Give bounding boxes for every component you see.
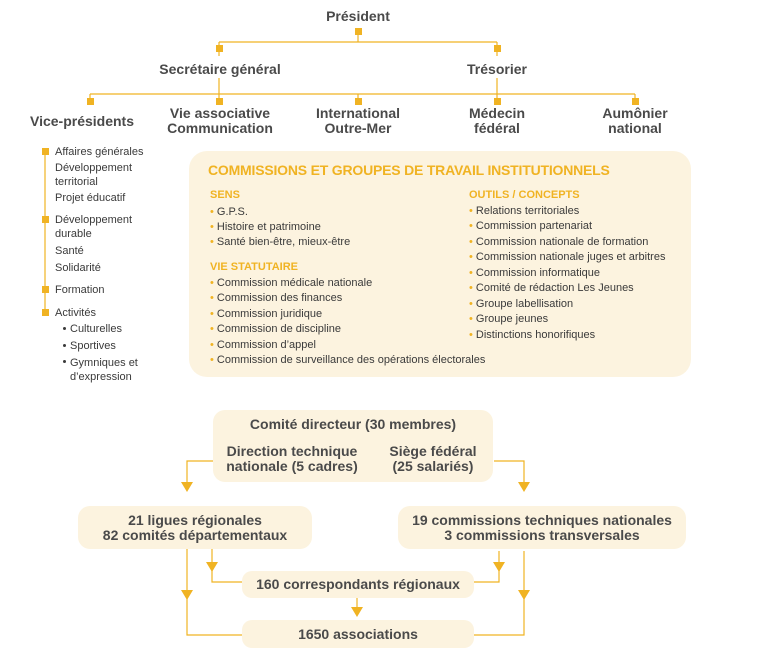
list-item: • Commission de surveillance des opérati…	[210, 354, 486, 366]
associations-box	[242, 620, 474, 648]
list-item: • Commission informatique	[469, 267, 601, 279]
list-item: • Commission nationale juges et arbitres	[469, 251, 666, 263]
vice-presidents-node: Vice-présidents	[29, 113, 134, 129]
secretaire-marker	[216, 45, 223, 52]
commissions-panel	[189, 151, 691, 377]
secretaire-node: Secrétaire général	[159, 61, 281, 77]
list-item: • Groupe labellisation	[469, 298, 574, 310]
vp-group2-marker	[42, 216, 49, 223]
vie-statutaire-title: VIE STATUTAIRE	[210, 261, 298, 273]
list-item: • Commission des finances	[210, 292, 343, 304]
ctn-box	[398, 506, 686, 549]
international-marker	[355, 98, 362, 105]
list-item: • Santé bien-être, mieux-être	[210, 236, 351, 248]
outils-title: OUTILS / CONCEPTS	[469, 189, 580, 201]
vp-group4-marker	[42, 309, 49, 316]
associations-label: 1650 associations	[298, 626, 418, 642]
list-item: • Comité de rédaction Les Jeunes	[469, 282, 634, 294]
list-item: • Distinctions honorifiques	[469, 329, 596, 341]
siege-label: Siège fédéral(25 salariés)	[389, 443, 477, 474]
bullet-icon	[63, 344, 66, 347]
vp-marker	[87, 98, 94, 105]
tresorier-node: Trésorier	[467, 61, 527, 77]
correspondants-box	[242, 571, 474, 598]
medecin-marker	[494, 98, 501, 105]
list-item: • G.P.S.	[210, 206, 248, 218]
comite-directeur-label: Comité directeur (30 membres)	[249, 416, 457, 432]
vp-group-3: Formation	[55, 284, 105, 296]
ligues-box	[78, 506, 312, 549]
president-marker	[355, 28, 362, 35]
list-item: • Commission d’appel	[210, 339, 316, 351]
president-node: Président	[326, 8, 390, 24]
tresorier-marker	[494, 45, 501, 52]
aumonier-marker	[632, 98, 639, 105]
list-item: • Histoire et patrimoine	[210, 221, 321, 233]
vp-group-1: Affaires générales Développement territo…	[55, 146, 144, 204]
list-item: • Commission nationale de formation	[469, 236, 649, 248]
correspondants-label: 160 correspondants régionaux	[256, 576, 460, 592]
bullet-icon	[63, 327, 66, 330]
sens-title: SENS	[210, 189, 240, 201]
list-item: • Relations territoriales	[469, 205, 580, 217]
bullet-icon	[63, 360, 66, 363]
vie-associative-marker	[216, 98, 223, 105]
activites-list: Culturelles Sportives Gymniques et d’exp…	[70, 323, 138, 383]
list-item: • Commission juridique	[210, 308, 323, 320]
vp-group-2: Développement durable Santé Solidarité	[55, 214, 133, 274]
list-item: • Commission médicale nationale	[210, 277, 373, 289]
list-item: • Commission partenariat	[469, 220, 593, 232]
list-item: • Commission de discipline	[210, 323, 342, 335]
list-item: • Groupe jeunes	[469, 313, 549, 325]
comite-directeur-box	[213, 410, 493, 482]
commissions-title: COMMISSIONS ET GROUPES DE TRAVAIL INSTIT…	[208, 162, 610, 178]
vp-group3-marker	[42, 286, 49, 293]
vp-group1-marker	[42, 148, 49, 155]
vp-group-4: Activités	[55, 307, 96, 319]
